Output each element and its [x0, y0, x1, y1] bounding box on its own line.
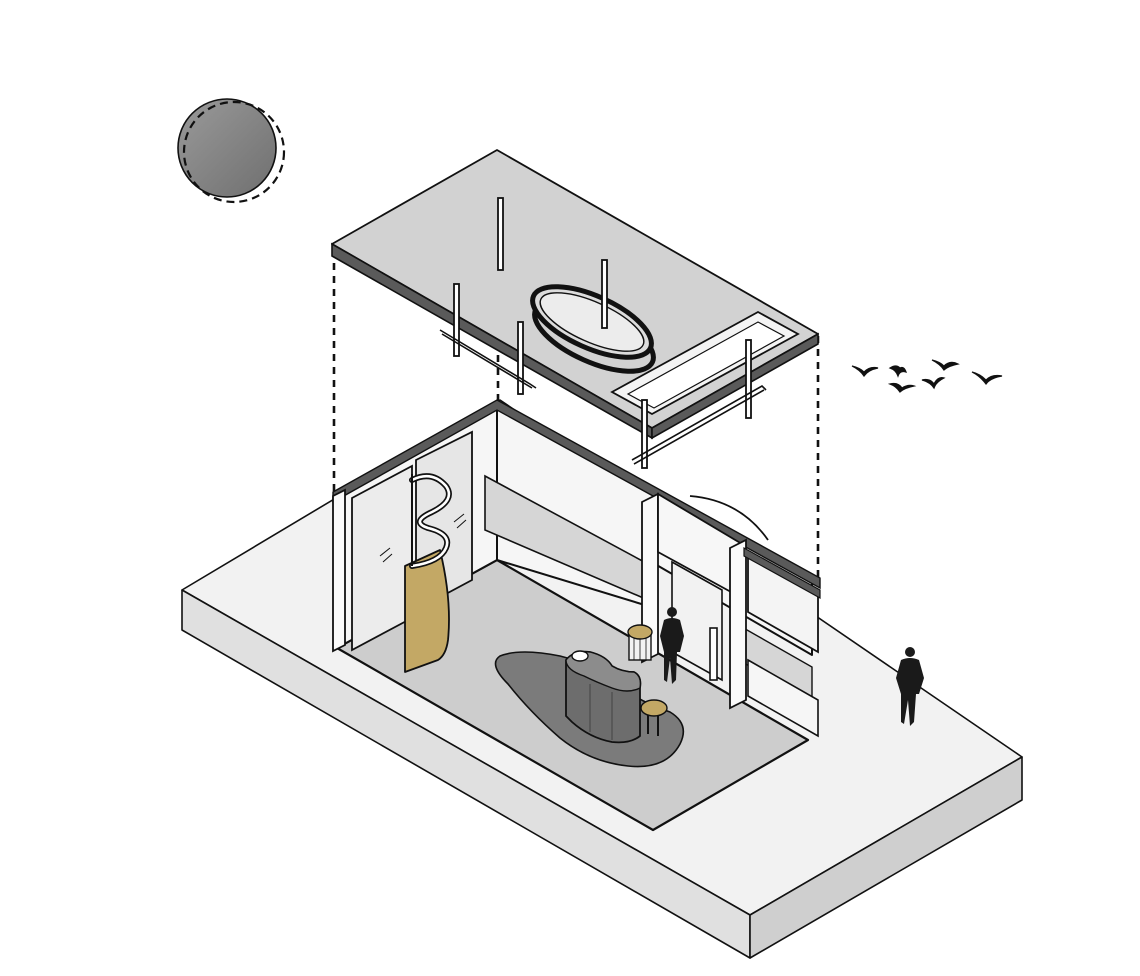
- person-head: [905, 647, 915, 657]
- birds: [851, 359, 1003, 393]
- bird-icon: [931, 359, 960, 371]
- gold-screen-panel: [404, 549, 450, 673]
- stool-2-top: [640, 699, 668, 717]
- track-light-1: [439, 329, 537, 389]
- stools: [627, 624, 668, 736]
- stool-1-top: [627, 624, 653, 640]
- bird-icon: [921, 377, 946, 390]
- glass-panel-left: [351, 464, 413, 652]
- storefront-facade: [641, 492, 821, 738]
- glass-glint-1: [379, 547, 391, 557]
- reception-area: [494, 650, 685, 768]
- pendant-rods: [453, 197, 752, 469]
- stool-1: [627, 624, 653, 661]
- bird-icon: [887, 382, 917, 393]
- person-icon: [896, 647, 924, 726]
- person-body: [660, 618, 684, 684]
- sun-icon: [177, 98, 286, 204]
- person-body: [896, 658, 924, 726]
- site-slab-right-face: [749, 756, 1023, 959]
- bird-icon: [971, 371, 1003, 386]
- pendant-rod-1: [497, 197, 504, 271]
- sun-orbit-dashed: [182, 100, 286, 204]
- chandelier-ring-inner: [539, 292, 645, 352]
- track-light-1b: [441, 333, 533, 389]
- pendant-rod-2: [601, 259, 608, 329]
- glass-glint-4: [456, 519, 467, 529]
- facade-lower-wall: [747, 658, 819, 738]
- pendant-rod-5: [745, 339, 752, 419]
- glass-glint-3: [453, 513, 465, 523]
- ceiling-edge-right: [651, 332, 819, 440]
- desk-lamp: [571, 650, 589, 662]
- ceiling-plane: [331, 149, 819, 469]
- projection-lines: [332, 250, 820, 580]
- bird-icon: [851, 365, 879, 378]
- facade-pillar-2: [729, 538, 747, 710]
- glass-glint-2: [382, 553, 393, 563]
- track-light-2: [631, 385, 767, 461]
- header-beam-curve: [689, 495, 769, 541]
- track-light-2b: [633, 389, 765, 465]
- facade-pillar-1: [641, 492, 659, 664]
- track-lights: [439, 329, 767, 465]
- gold-curved-screen: [404, 473, 452, 673]
- door-handle: [709, 627, 718, 681]
- entry-post-left: [332, 488, 346, 653]
- curved-handrail-inner: [410, 474, 451, 568]
- stool-2: [640, 699, 668, 736]
- person-icon: [660, 607, 684, 684]
- pendant-rod-6: [641, 399, 648, 469]
- bird-icon: [888, 365, 907, 378]
- sun-disc: [177, 98, 277, 198]
- pendant-rod-4: [517, 321, 524, 395]
- facade-sign-cap: [743, 546, 821, 600]
- pendant-rod-3: [453, 283, 460, 357]
- person-head: [667, 607, 677, 617]
- desk-top: [565, 650, 642, 692]
